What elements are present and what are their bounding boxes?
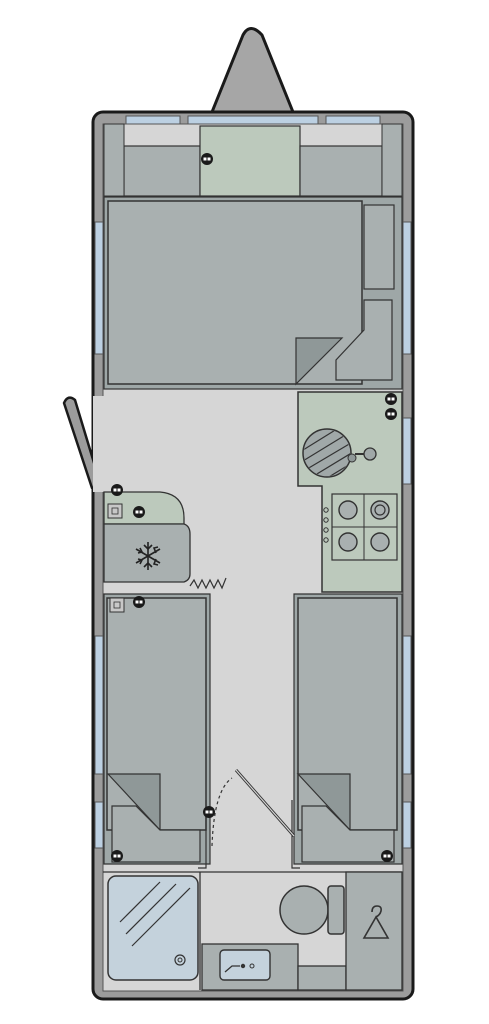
kitchen <box>297 391 403 593</box>
hob-controls-icon <box>323 507 329 543</box>
fridge-top-worktop <box>103 491 185 525</box>
usb-socket-icon <box>133 596 145 608</box>
front-bed-side-cushion-bottom <box>335 299 393 381</box>
washroom-shelf <box>297 965 347 991</box>
single-bed-left-folded-corner <box>106 773 161 832</box>
fridge-control-switch <box>107 503 123 519</box>
hob-burner-icon <box>331 493 398 561</box>
front-shelf-right <box>381 123 403 197</box>
front-shelf-left <box>103 123 125 197</box>
usb-socket-icon <box>201 153 213 165</box>
basin-icon <box>219 949 271 981</box>
front-locker-right <box>299 145 383 197</box>
single-bed-right-folded-corner <box>296 773 351 832</box>
usb-socket-icons <box>111 153 397 862</box>
fridge-vent-zigzag <box>189 577 227 590</box>
right-window-kitchen <box>402 417 412 485</box>
usb-socket-icon <box>381 850 393 862</box>
shower-drain-icon <box>174 954 186 966</box>
right-window-front <box>402 221 412 355</box>
toilet-icon <box>279 885 345 935</box>
door-swing-arc <box>211 777 233 847</box>
washroom-door[interactable] <box>211 769 296 847</box>
door-opening <box>93 396 105 492</box>
usb-socket-icon <box>133 506 145 518</box>
single-bed-left <box>103 593 211 869</box>
usb-socket-icon <box>385 393 397 405</box>
fridge-unit <box>103 491 227 590</box>
fridge-body <box>103 523 191 583</box>
usb-socket-icon <box>385 408 397 420</box>
usb-socket-icon <box>111 850 123 862</box>
single-bed-left-drawer <box>111 805 201 863</box>
sink-icon <box>302 428 357 478</box>
front-lockers <box>103 123 403 197</box>
usb-socket-icon <box>203 806 215 818</box>
shower-tray-icon <box>107 875 199 981</box>
front-bed-folded-corner <box>295 337 344 386</box>
wardrobe <box>345 871 403 991</box>
right-window-bedroom <box>402 801 412 849</box>
front-window-right <box>325 115 381 125</box>
front-window-centre <box>187 115 319 125</box>
single-bed-right-drawer <box>301 805 395 863</box>
front-window-left <box>125 115 181 125</box>
windows <box>94 115 412 849</box>
left-window-front <box>94 221 104 355</box>
front-bed-side-cushion-top <box>363 204 395 290</box>
snowflake-icon <box>135 542 161 570</box>
left-window-bedroom <box>94 801 104 849</box>
a-frame-drawbar <box>210 27 295 114</box>
front-double-bed <box>103 196 403 390</box>
tap-icon <box>355 447 377 461</box>
front-centre-table <box>199 125 301 197</box>
single-bed-left-switch <box>109 597 125 613</box>
coat-hanger-icon <box>362 905 390 939</box>
usb-socket-icon <box>111 484 123 496</box>
front-locker-left <box>123 145 201 197</box>
left-window-rear <box>94 635 104 775</box>
single-bed-right <box>291 593 403 869</box>
washroom <box>103 871 403 991</box>
right-window-rear <box>402 635 412 775</box>
